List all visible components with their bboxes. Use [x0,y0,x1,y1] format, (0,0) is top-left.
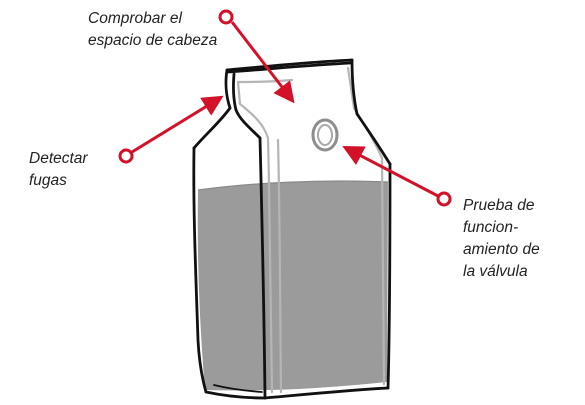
callout-pointer-headspace [220,11,292,100]
callout-label-line: fugas [29,170,88,192]
callout-label-line: Detectar [29,148,88,170]
callout-pointer-leak [120,98,220,162]
bag-contents [198,181,388,391]
circle-marker-icon [220,11,232,23]
callout-label-headspace: Comprobar el espacio de cabeza [88,8,217,52]
callout-label-leak: Detectar fugas [29,148,88,192]
callout-label-line: Comprobar el [88,8,217,30]
callout-label-valve: Prueba de funcion- amiento de la válvula [463,195,540,283]
callout-label-line: amiento de [463,239,540,261]
callout-label-line: espacio de cabeza [88,30,217,52]
callout-label-line: la válvula [463,261,540,283]
callout-label-line: Prueba de [463,195,540,217]
circle-marker-icon [438,193,450,205]
valve-icon [313,120,337,150]
circle-marker-icon [120,150,132,162]
callout-label-line: funcion- [463,217,540,239]
